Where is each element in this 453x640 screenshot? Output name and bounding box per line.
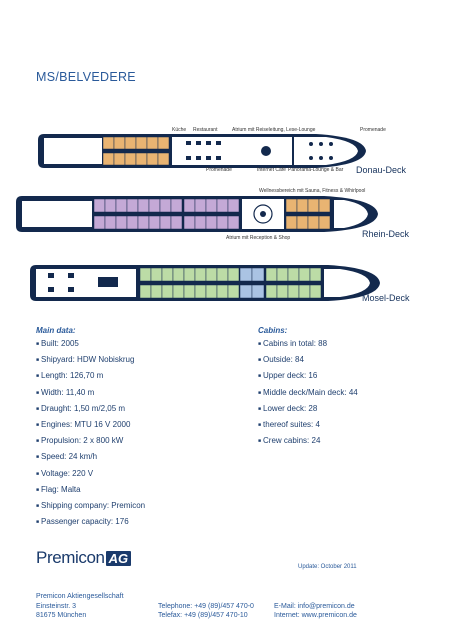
logo-word: Premicon: [36, 548, 105, 567]
main-data-item: Length: 126,70 m: [36, 368, 145, 384]
main-data-item: Width: 11,40 m: [36, 385, 145, 401]
rhein-deck-plan: [16, 196, 378, 232]
footer-phone: Telephone: +49 (89)/457 470-0: [158, 602, 254, 610]
deck-name-rhein: Rhein-Deck: [362, 229, 410, 239]
deck-label-panorama-lounge: Panorama-Lounge & Bar: [288, 167, 344, 173]
main-data-item: Propulsion: 2 x 800 kW: [36, 433, 145, 449]
main-data-item: Built: 2005: [36, 336, 145, 352]
footer-fax: Telefax: +49 (89)/457 470-10: [158, 612, 248, 619]
cabins-item: Crew cabins: 24: [258, 433, 358, 449]
logo-ag: AG: [105, 551, 132, 566]
deck-label-internet-cafe: Internet Café: [257, 167, 286, 173]
cabins-item: thereof suites: 4: [258, 417, 358, 433]
update-date: Update: October 2011: [298, 564, 357, 570]
main-data-item: Draught: 1,50 m/2,05 m: [36, 401, 145, 417]
main-data-heading: Main data:: [36, 326, 76, 335]
cabins-item: Middle deck/Main deck: 44: [258, 385, 358, 401]
deck-name-mosel: Mosel-Deck: [362, 293, 410, 303]
page-title: MS/BELVEDERE: [36, 70, 136, 84]
donau-deck-plan: [38, 134, 366, 168]
main-data-item: Flag: Malta: [36, 482, 145, 498]
footer-contact-block: E-Mail: info@premicon.de Internet: www.p…: [274, 602, 357, 621]
cabins-list: Cabins in total: 88 Outside: 84 Upper de…: [258, 336, 358, 449]
deck-label-atrium-reception: Atrium mit Reception & Shop: [226, 235, 291, 241]
main-data-item: Shipyard: HDW Nobiskrug: [36, 352, 145, 368]
deck-label-promenade-bottom: Promenade: [206, 167, 232, 173]
main-data-item: Passenger capacity: 176: [36, 514, 145, 530]
footer-email: E-Mail: info@premicon.de: [274, 602, 355, 610]
deck-label-restaurant: Restaurant: [193, 127, 218, 133]
footer-address: Premicon Aktiengesellschaft Einsteinstr.…: [36, 592, 124, 621]
main-data-item: Voltage: 220 V: [36, 466, 145, 482]
footer-street: Einsteinstr. 3: [36, 602, 77, 610]
main-data-item: Shipping company: Premicon: [36, 498, 145, 514]
mosel-deck-plan: [30, 265, 380, 301]
cabins-item: Lower deck: 28: [258, 401, 358, 417]
footer-phone-block: Telephone: +49 (89)/457 470-0 Telefax: +…: [158, 602, 254, 621]
main-data-item: Engines: MTU 16 V 2000: [36, 417, 145, 433]
main-data-item: Speed: 24 km/h: [36, 449, 145, 465]
footer-company: Premicon Aktiengesellschaft: [36, 593, 124, 600]
deck-label-wellness: Wellnessbereich mit Sauna, Fitness & Whi…: [259, 188, 366, 194]
footer-city: 81675 München: [36, 612, 87, 619]
cabins-heading: Cabins:: [258, 326, 288, 335]
cabins-item: Cabins in total: 88: [258, 336, 358, 352]
cabins-item: Outside: 84: [258, 352, 358, 368]
cabins-item: Upper deck: 16: [258, 368, 358, 384]
footer-web: Internet: www.premicon.de: [274, 612, 357, 619]
deck-label-atrium: Atrium mit Reiseleitung, Lese-Lounge: [232, 127, 316, 133]
deck-name-donau: Donau-Deck: [356, 165, 407, 175]
deck-label-promenade-top: Promenade: [360, 127, 386, 133]
main-data-list: Built: 2005 Shipyard: HDW Nobiskrug Leng…: [36, 336, 145, 530]
deck-label-kueche: Küche: [172, 127, 187, 133]
